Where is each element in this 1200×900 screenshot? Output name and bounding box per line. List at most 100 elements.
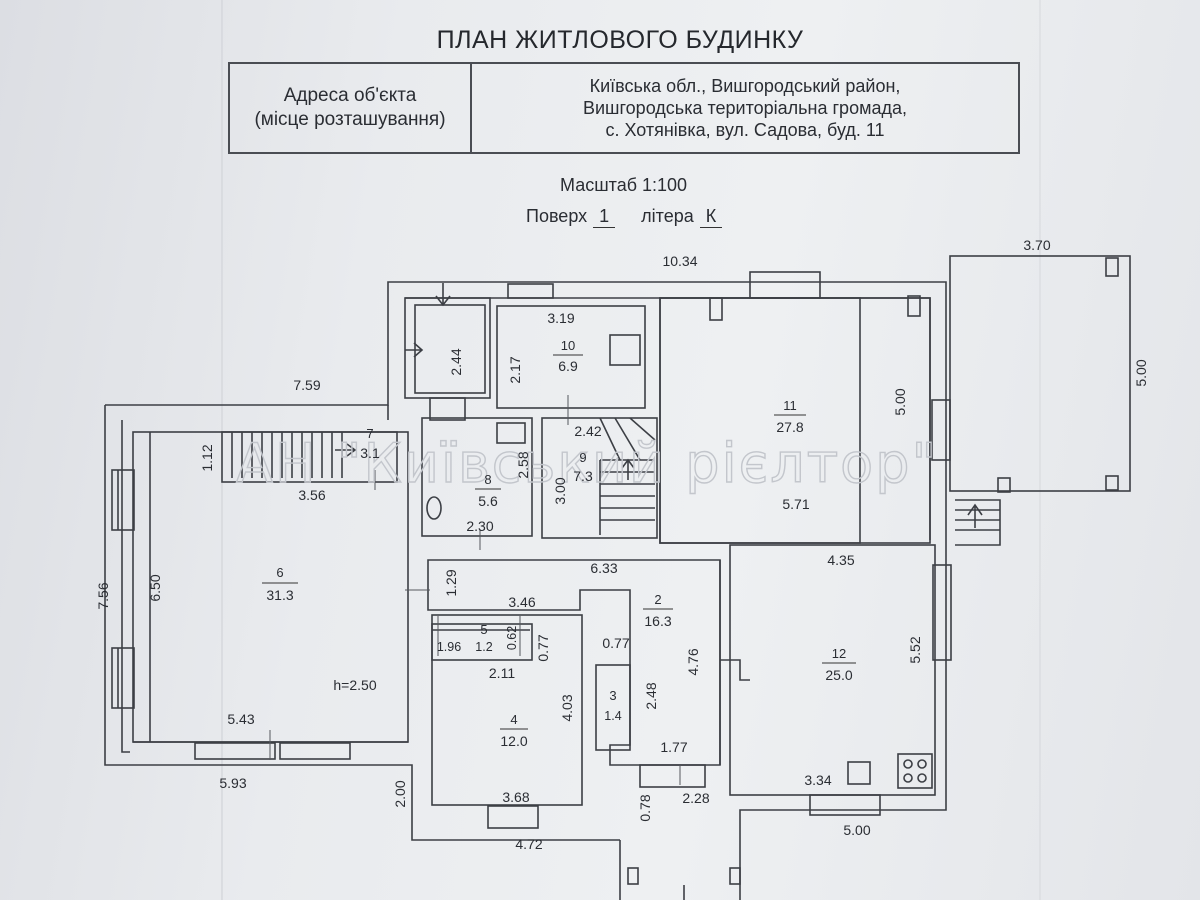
- porch-post-2: [729, 867, 741, 885]
- dim-r2-depth-left: 1.29: [443, 569, 459, 596]
- dim-terrace-top: 3.70: [1023, 237, 1050, 253]
- address-value-cell: Київська обл., Вишгородський район, Вишг…: [472, 64, 1018, 152]
- dim-bottom-left-depth: 2.00: [392, 780, 408, 807]
- dim-hall-width: 1.77: [660, 739, 687, 755]
- stove-icon: [897, 753, 933, 789]
- scale-label: Масштаб 1:100: [560, 175, 688, 195]
- dim-r3-depth: 2.48: [643, 682, 659, 709]
- dim-r12-width-bottom: 3.34: [804, 772, 831, 788]
- stairs-9: [599, 417, 656, 535]
- dim-r9-depth: 3.00: [552, 477, 568, 504]
- window-left-2: [111, 647, 135, 709]
- address-value-line-1: Київська обл., Вишгородський район,: [589, 76, 901, 96]
- vestibule-inner: [414, 304, 486, 394]
- kitchen-sink-icon: [847, 761, 871, 785]
- dim-r3-gap: 0.77: [602, 635, 629, 651]
- room-4-outline: [431, 614, 583, 806]
- window-room-11: [749, 271, 821, 299]
- outer-wall-top: [105, 281, 947, 540]
- stove-burner-2: [917, 759, 927, 769]
- boiler-box: [609, 334, 641, 366]
- room-8-outline: [421, 417, 533, 537]
- room-4-number: 4: [510, 712, 517, 727]
- room-7-number: 7: [366, 426, 373, 441]
- dim-r9-width: 2.42: [574, 423, 601, 439]
- dim-r7-depth: 1.12: [199, 444, 215, 471]
- plan-title: ПЛАН ЖИТЛОВОГО БУДИНКУ: [436, 26, 804, 54]
- window-room-12-right: [932, 564, 952, 661]
- dim-r5-len: 3.46: [508, 594, 535, 610]
- floor-value: 1: [593, 206, 616, 228]
- window-room-12-bottom: [809, 794, 881, 816]
- room-2-niche: [720, 659, 750, 681]
- dim-r4-gap: 0.77: [535, 634, 551, 661]
- dim-r4-width: 3.68: [502, 789, 529, 805]
- dim-r6-bottom-outer: 5.93: [219, 775, 246, 791]
- window-left-1: [111, 469, 135, 531]
- stair-arrow-9: [621, 458, 635, 480]
- dim-r8-depth: 2.58: [515, 451, 531, 478]
- room-11-number: 11: [783, 398, 797, 413]
- address-table: Адреса об'єкта (місце розташування) Київ…: [228, 62, 1020, 154]
- room-7-area: 3.1: [360, 445, 380, 461]
- room-9-number: 9: [579, 450, 586, 465]
- room-2-outline: [427, 559, 721, 766]
- room-10-outline: [496, 305, 646, 409]
- dim-porch-width: 2.28: [682, 790, 709, 806]
- dim-r11-depth: 5.00: [892, 388, 908, 415]
- window-bottom-left: [194, 742, 276, 760]
- room-7-outline: [221, 431, 398, 483]
- dim-r4-depth: 4.03: [559, 694, 575, 721]
- room-11-area: 27.8: [776, 419, 803, 435]
- room-8-area: 5.6: [478, 493, 498, 509]
- watermark: АН "Київський рієлтор": [236, 432, 938, 495]
- room-12-area: 25.0: [825, 667, 852, 683]
- dim-r6-height: 6.50: [147, 574, 163, 601]
- dim-r11-width: 5.71: [782, 496, 809, 512]
- dim-r6-bottom-inner: 5.43: [227, 711, 254, 727]
- ceiling-height: h=2.50: [333, 677, 376, 693]
- room-5-area: 1.2: [475, 640, 492, 654]
- dim-bottom-outer: 4.72: [515, 836, 542, 852]
- entry-arrow-north: [435, 283, 451, 307]
- terrace-steps: [955, 499, 1001, 546]
- dim-top-total: 10.34: [662, 253, 697, 269]
- terrace-outline: [949, 255, 1131, 492]
- dim-r5-a: 1.96: [437, 640, 461, 654]
- vestibule-outline: [404, 297, 491, 399]
- room-12-number: 12: [832, 646, 846, 661]
- dim-r7-width: 3.56: [298, 487, 325, 503]
- stair-arrow-7: [335, 443, 357, 457]
- dim-vestibule-depth: 2.44: [448, 348, 464, 375]
- dim-terrace-side: 5.00: [1133, 359, 1149, 386]
- address-label-line-2: (місце розташування): [254, 109, 446, 130]
- vestibule-door: [429, 397, 466, 421]
- porch-door: [639, 764, 706, 788]
- stairs-7: [231, 432, 343, 478]
- room-9-area: 7.3: [573, 468, 593, 484]
- toilet-icon: [426, 496, 442, 520]
- room-10-number: 10: [561, 338, 575, 353]
- address-value-line-2: Вишгородська територіальна громада,: [583, 98, 907, 118]
- room-3-area: 1.4: [604, 709, 621, 723]
- address-label-line-1: Адреса об'єкта: [283, 85, 417, 106]
- stove-burner-1: [903, 759, 913, 769]
- dim-r8-width: 2.30: [466, 518, 493, 534]
- dim-r2-depth: 4.76: [685, 648, 701, 675]
- dim-r2-width: 6.33: [590, 560, 617, 576]
- room-2-area: 16.3: [644, 613, 671, 629]
- dim-r10-width: 3.19: [547, 310, 574, 326]
- room-6-number: 6: [276, 565, 283, 580]
- window-room-4: [487, 805, 539, 829]
- column-1: [907, 295, 921, 317]
- room-4-area: 12.0: [500, 733, 527, 749]
- dim-r12-width-top: 4.35: [827, 552, 854, 568]
- sink-icon: [496, 422, 526, 444]
- terrace-post-3: [997, 477, 1011, 493]
- room-3-number: 3: [609, 688, 616, 703]
- outer-wall-left-bottom: [104, 405, 620, 841]
- dimension-labels: 10.34 3.70 7.59 3.56 5.43 5.93 3.19 2.30…: [219, 237, 1050, 852]
- letter-value: К: [699, 206, 723, 228]
- room-9-outline: [541, 417, 658, 539]
